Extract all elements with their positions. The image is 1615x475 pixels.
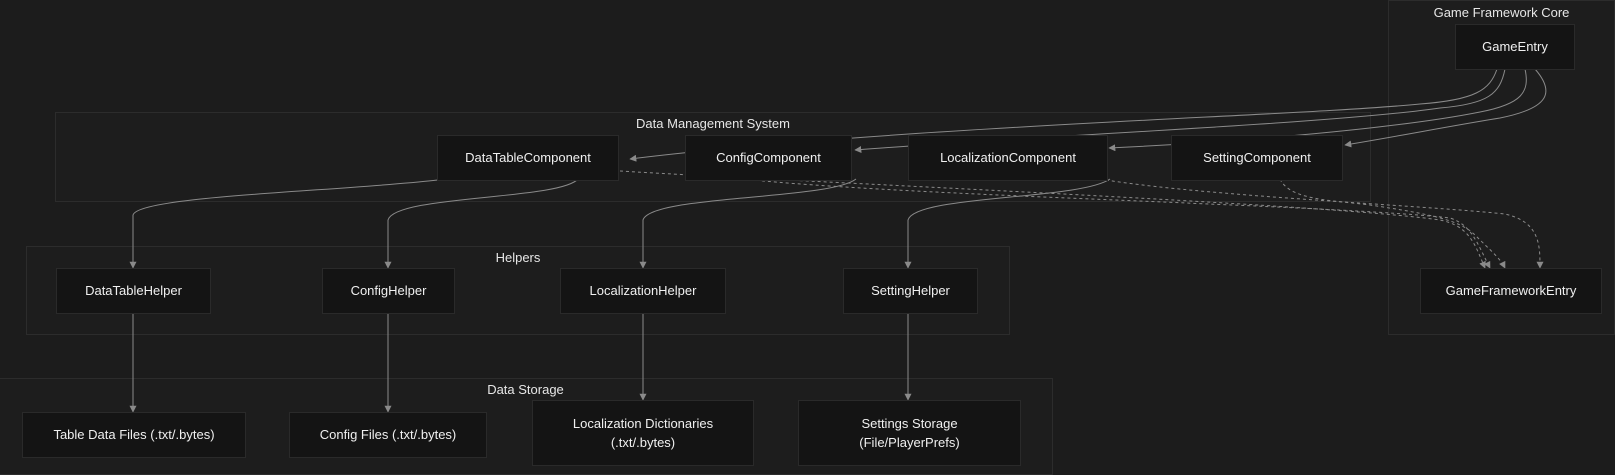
node-label-config-helper: ConfigHelper: [350, 283, 427, 299]
node-label-data-table-helper: DataTableHelper: [85, 283, 182, 299]
group-title-data-management-system: Data Management System: [636, 116, 790, 131]
node-data-table-helper[interactable]: DataTableHelper: [56, 268, 211, 314]
node-game-framework-entry[interactable]: GameFrameworkEntry: [1420, 268, 1602, 314]
node-setting-component[interactable]: SettingComponent: [1171, 135, 1343, 181]
node-data-table-component[interactable]: DataTableComponent: [437, 135, 619, 181]
node-config-helper[interactable]: ConfigHelper: [322, 268, 455, 314]
node-label-localization-component: LocalizationComponent: [940, 150, 1076, 166]
node-label-config-component: ConfigComponent: [716, 150, 821, 166]
group-title-game-framework-core: Game Framework Core: [1433, 5, 1570, 20]
node-label-settings-storage-line2: (File/PlayerPrefs): [859, 435, 960, 450]
node-label-game-framework-entry: GameFrameworkEntry: [1445, 283, 1577, 299]
node-localization-helper[interactable]: LocalizationHelper: [560, 268, 726, 314]
node-label-setting-helper: SettingHelper: [871, 283, 950, 299]
node-setting-helper[interactable]: SettingHelper: [843, 268, 978, 314]
node-game-entry[interactable]: GameEntry: [1455, 24, 1575, 70]
node-label-table-data-files: Table Data Files (.txt/.bytes): [53, 427, 215, 443]
node-label-localization-dictionaries-line1: Localization Dictionaries: [572, 415, 714, 431]
node-label-localization-dictionaries-line2: (.txt/.bytes): [610, 435, 676, 450]
node-label-localization-helper: LocalizationHelper: [589, 283, 697, 299]
node-config-files[interactable]: Config Files (.txt/.bytes): [289, 412, 487, 458]
node-localization-component[interactable]: LocalizationComponent: [908, 135, 1108, 181]
group-title-data-storage: Data Storage: [487, 382, 564, 397]
group-title-helpers: Helpers: [495, 250, 541, 265]
node-label-game-entry: GameEntry: [1482, 39, 1548, 55]
node-label-settings-storage-line1: Settings Storage: [861, 415, 958, 431]
node-settings-storage[interactable]: Settings Storage (File/PlayerPrefs): [798, 400, 1021, 466]
node-label-setting-component: SettingComponent: [1203, 150, 1311, 166]
node-label-data-table-component: DataTableComponent: [465, 150, 591, 166]
node-config-component[interactable]: ConfigComponent: [685, 135, 852, 181]
node-table-data-files[interactable]: Table Data Files (.txt/.bytes): [22, 412, 246, 458]
node-localization-dictionaries[interactable]: Localization Dictionaries (.txt/.bytes): [532, 400, 754, 466]
node-label-config-files: Config Files (.txt/.bytes): [319, 427, 457, 443]
